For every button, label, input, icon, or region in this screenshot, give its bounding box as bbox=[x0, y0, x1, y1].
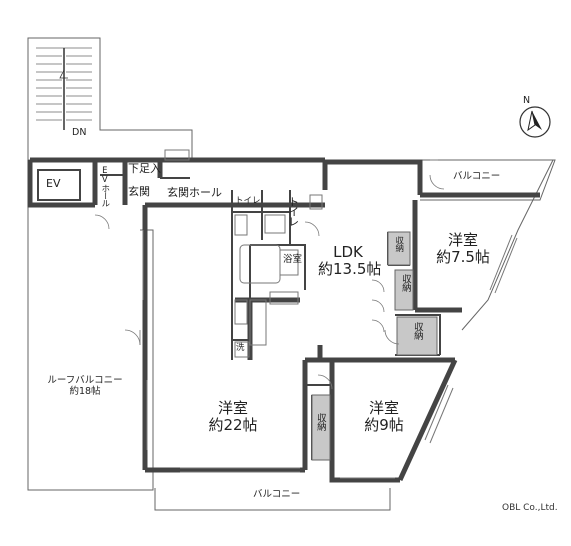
roof-balcony-size: 約18帖 bbox=[69, 385, 101, 397]
west-9-name: 洋室 bbox=[368, 399, 399, 417]
elevator-box bbox=[37, 169, 81, 201]
genkan-label: 玄関 bbox=[128, 185, 150, 198]
windows bbox=[142, 159, 518, 479]
toilet-small-label: トイレ bbox=[235, 196, 261, 206]
fixtures bbox=[164, 149, 323, 358]
west-75-label: 洋室 約7.5帖 bbox=[432, 231, 494, 267]
ev-hall-label: EVホール bbox=[99, 166, 110, 207]
main-walls bbox=[27, 157, 540, 483]
storage-label-1: 収納 bbox=[393, 236, 404, 251]
balcony-top-label: バルコニー bbox=[453, 171, 501, 182]
roof-balcony-outline bbox=[27, 160, 154, 491]
west-75-size: 約7.5帖 bbox=[436, 248, 490, 267]
compass-label: N bbox=[523, 95, 531, 106]
company-credit: OBL Co.,Ltd. bbox=[502, 503, 558, 513]
storage-label-2: 収納 bbox=[399, 274, 411, 291]
balcony-bottom-label: バルコニー bbox=[253, 489, 301, 500]
storage-label-4: 収納 bbox=[314, 413, 326, 430]
compass bbox=[519, 106, 551, 138]
bottom-balcony-outline bbox=[154, 488, 391, 511]
shita-ashi-ire-label: 下足入 bbox=[128, 162, 161, 175]
west-big-name: 洋室 bbox=[217, 399, 248, 417]
dn-label: DN bbox=[72, 127, 87, 138]
west-big-size: 約22帖 bbox=[208, 416, 258, 435]
west-9-label: 洋室 約9帖 bbox=[354, 399, 414, 435]
west-75-name: 洋室 bbox=[447, 231, 478, 249]
west-9-size: 約9帖 bbox=[364, 416, 404, 435]
bath-label: 浴室 bbox=[283, 254, 303, 265]
ldk-size: 約13.5帖 bbox=[318, 260, 382, 279]
west-big-label: 洋室 約22帖 bbox=[198, 399, 268, 435]
ev-label: EV bbox=[46, 177, 61, 190]
ldk-name: LDK bbox=[333, 243, 363, 261]
staircase bbox=[36, 47, 92, 130]
top-balcony-outline bbox=[420, 159, 556, 201]
roof-balcony-name: ルーフバルコニー bbox=[47, 375, 123, 386]
genkan-hall-label: 玄関ホール bbox=[167, 186, 222, 199]
toilet-main-label: トイレ bbox=[286, 196, 300, 226]
wash-label: 洗 bbox=[236, 343, 245, 353]
storage-label-3: 収納 bbox=[411, 322, 423, 339]
ldk-label: LDK 約13.5帖 bbox=[318, 243, 382, 279]
door-swings bbox=[94, 174, 445, 390]
storage-closets bbox=[311, 231, 438, 461]
roof-balcony-label: ルーフバルコニー 約18帖 bbox=[35, 375, 135, 398]
